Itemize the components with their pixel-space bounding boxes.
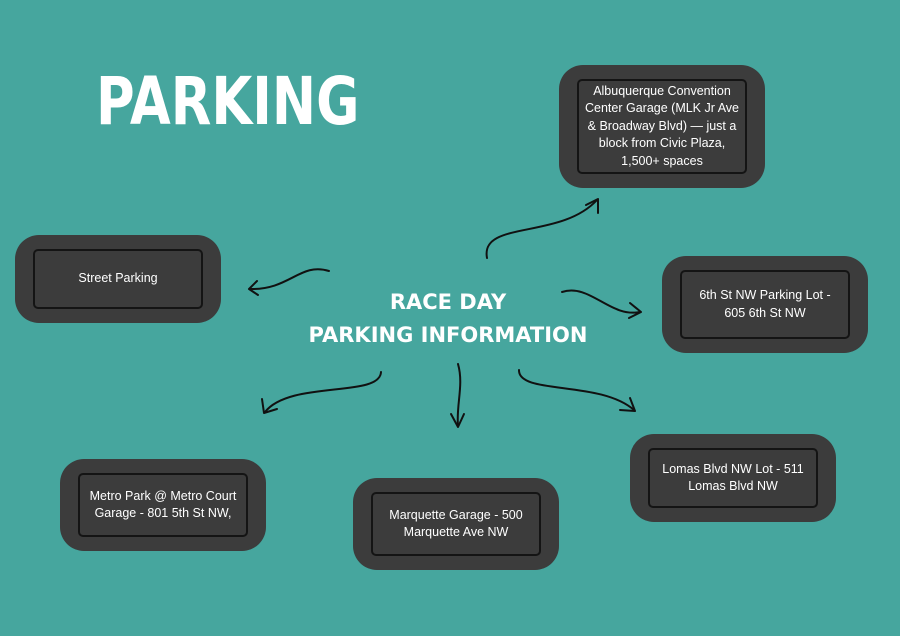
arrow-to-street-parking: [248, 268, 330, 296]
central-topic-line-2: PARKING INFORMATION: [308, 323, 588, 347]
arrow-to-marquette: [450, 363, 465, 428]
node-convention-center-garage: Albuquerque Convention Center Garage (ML…: [559, 65, 765, 188]
node-marquette-garage-label: Marquette Garage - 500 Marquette Ave NW: [371, 492, 541, 556]
central-topic: RACE DAY PARKING INFORMATION: [290, 286, 606, 352]
node-marquette-garage: Marquette Garage - 500 Marquette Ave NW: [353, 478, 559, 570]
node-metro-park-garage: Metro Park @ Metro Court Garage - 801 5t…: [60, 459, 266, 551]
node-6th-st-lot-label: 6th St NW Parking Lot - 605 6th St NW: [680, 270, 850, 339]
arrow-to-metro-park: [261, 371, 382, 414]
central-topic-line-1: RACE DAY: [389, 290, 507, 314]
node-street-parking: Street Parking: [15, 235, 221, 323]
node-metro-park-garage-label: Metro Park @ Metro Court Garage - 801 5t…: [78, 473, 248, 537]
arrow-to-lomas: [517, 369, 636, 412]
page-title: PARKING: [96, 63, 360, 140]
node-lomas-blvd-lot-label: Lomas Blvd NW Lot - 511 Lomas Blvd NW: [648, 448, 818, 508]
node-street-parking-label: Street Parking: [33, 249, 203, 309]
arrow-to-6th-st-lot: [561, 289, 642, 319]
node-lomas-blvd-lot: Lomas Blvd NW Lot - 511 Lomas Blvd NW: [630, 434, 836, 522]
arrow-to-convention-center: [485, 198, 599, 259]
node-6th-st-lot: 6th St NW Parking Lot - 605 6th St NW: [662, 256, 868, 353]
node-convention-center-garage-label: Albuquerque Convention Center Garage (ML…: [577, 79, 747, 174]
